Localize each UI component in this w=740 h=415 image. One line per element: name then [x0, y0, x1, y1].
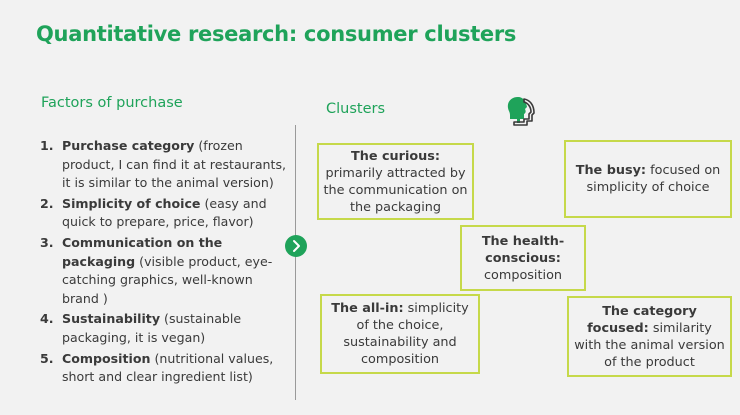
- cluster-category-focused: The category focused: similarity with th…: [567, 296, 732, 377]
- list-item: 2. Simplicity of choice (easy and quick …: [40, 195, 288, 232]
- column-divider: [295, 125, 296, 400]
- item-number: 4.: [40, 311, 54, 327]
- factor-term: Purchase category: [62, 138, 195, 153]
- cluster-term: The all-in:: [331, 301, 404, 316]
- list-item: 1. Purchase category (frozen product, I …: [40, 137, 288, 193]
- slide-title: Quantitative research: consumer clusters: [36, 22, 517, 46]
- factor-detail: (visible product, eye-catching graphics,…: [62, 253, 273, 306]
- clusters-heading: Clusters: [326, 101, 386, 117]
- list-item: 4. Sustainability (sustainable packaging…: [40, 310, 288, 347]
- cluster-term: The health-conscious:: [481, 233, 565, 266]
- cluster-all-in: The all-in: simplicity of the choice, su…: [320, 294, 480, 374]
- item-number: 5.: [40, 350, 54, 366]
- cluster-detail: focused on simplicity of choice: [586, 163, 721, 195]
- cluster-curious: The curious: primarily attracted by the …: [317, 143, 474, 220]
- cluster-term: The curious:: [350, 148, 440, 164]
- factor-detail: (frozen product, I can find it at restau…: [62, 138, 287, 191]
- factor-term: Communication on the packaging: [62, 234, 223, 269]
- factor-term: Sustainability: [62, 311, 161, 327]
- factor-term: Composition: [62, 350, 151, 366]
- cluster-health-conscious: The health-conscious: composition: [460, 225, 586, 291]
- cluster-detail: composition: [483, 267, 563, 283]
- list-item: 3. Communication on the packaging (visib…: [40, 234, 288, 308]
- chevron-right-icon: [285, 235, 307, 257]
- factors-heading: Factors of purchase: [41, 95, 183, 111]
- item-number: 2.: [40, 195, 54, 211]
- cluster-busy: The busy: focused on simplicity of choic…: [564, 140, 732, 218]
- factor-term: Simplicity of choice: [62, 195, 201, 211]
- cluster-detail: simplicity of the choice, sustainability…: [343, 301, 469, 367]
- list-item: 5. Composition (nutritional values, shor…: [40, 350, 288, 387]
- factors-list: 1. Purchase category (frozen product, I …: [40, 137, 288, 389]
- factor-detail: (nutritional values, short and clear ing…: [62, 350, 274, 385]
- item-number: 1.: [40, 138, 54, 153]
- cluster-term: The category focused:: [587, 303, 697, 336]
- cluster-detail: similarity with the animal version of th…: [574, 320, 725, 370]
- factor-detail: (sustainable packaging, it is vegan): [62, 311, 242, 345]
- person-head-icon: [505, 95, 535, 127]
- cluster-detail: primarily attracted by the communication…: [323, 165, 468, 215]
- item-number: 3.: [40, 234, 54, 250]
- factor-detail: (easy and quick to prepare, price, flavo…: [62, 195, 267, 230]
- cluster-term: The busy:: [575, 163, 647, 178]
